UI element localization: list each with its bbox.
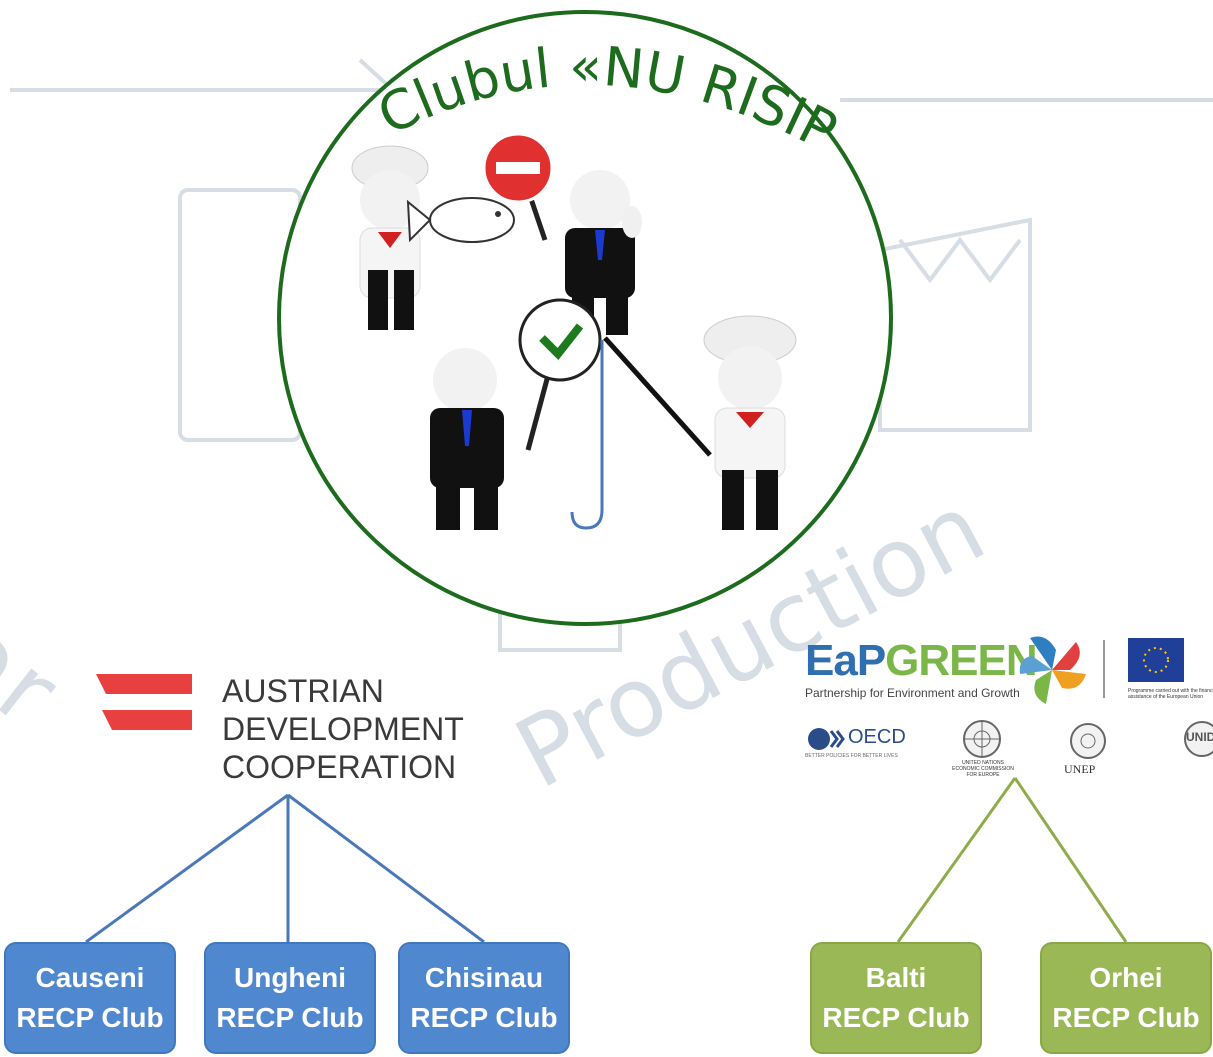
club-name: Causeni xyxy=(35,962,145,993)
club-logo: Clubul «NU RISIPI» xyxy=(260,0,893,626)
club-label: RECP Club xyxy=(822,1002,970,1033)
club-name: Chisinau xyxy=(424,962,544,993)
eapgreen-subtitle: Partnership for Environment and Growth xyxy=(805,686,1020,700)
club-box-orhei: Orhei RECP Club xyxy=(1040,942,1212,1054)
oecd-icon xyxy=(808,728,845,750)
unep-emblem-icon xyxy=(1070,723,1106,759)
pointer-stick-icon xyxy=(603,336,712,457)
austria-flag-icon xyxy=(96,674,192,730)
club-name: Balti xyxy=(865,962,927,993)
connector-causeni xyxy=(85,793,289,944)
unido-emblem-icon xyxy=(1184,721,1213,757)
chef-figure-left xyxy=(351,145,429,330)
unido-logo-text: UNIDO xyxy=(1186,730,1213,744)
club-label: RECP Club xyxy=(216,1002,364,1033)
connector-balti xyxy=(896,777,1017,943)
oecd-logo-text: OECD xyxy=(848,726,906,748)
club-label: RECP Club xyxy=(410,1002,558,1033)
club-label: RECP Club xyxy=(1052,1002,1200,1033)
chef-figure-right xyxy=(703,315,797,530)
club-box-causeni: Causeni RECP Club xyxy=(4,942,176,1054)
club-name: Ungheni xyxy=(234,962,346,993)
ada-line3: COOPERATION xyxy=(222,749,457,785)
club-name: Orhei xyxy=(1089,962,1163,993)
ada-line2: DEVELOPMENT xyxy=(222,711,464,747)
ada-line1: AUSTRIAN xyxy=(222,673,384,709)
eu-funding-note: Programme carried out with the financial… xyxy=(1128,688,1213,700)
unece-label: UNITED NATIONS ECONOMIC COMMISSION FOR E… xyxy=(952,760,1014,778)
cane-icon xyxy=(570,340,604,530)
club-label: RECP Club xyxy=(16,1002,164,1033)
eapgreen-title-part2: GREEN xyxy=(885,636,1037,685)
eapgreen-leaf-icon xyxy=(1019,636,1086,704)
unep-logo-text: UNEP xyxy=(1064,762,1096,776)
fish-icon xyxy=(406,197,515,243)
un-emblem-icon xyxy=(963,720,1001,758)
eu-flag-icon xyxy=(1128,638,1184,682)
austrian-development-cooperation-logo: AUSTRIAN DEVELOPMENT COOPERATION xyxy=(222,672,464,786)
checkmark-sign-icon xyxy=(518,298,602,451)
connector-orhei xyxy=(1013,777,1128,943)
logo-divider xyxy=(1103,640,1105,698)
connector-chisinau xyxy=(287,793,485,944)
club-box-ungheni: Ungheni RECP Club xyxy=(204,942,376,1054)
club-box-balti: Balti RECP Club xyxy=(810,942,982,1054)
eapgreen-title-part1: EaP xyxy=(805,636,886,685)
inspector-figure-bottom xyxy=(430,348,504,530)
eapgreen-logo-text: EaPGREEN xyxy=(805,636,1038,686)
oecd-tagline: BETTER POLICIES FOR BETTER LIVES xyxy=(805,753,898,759)
club-box-chisinau: Chisinau RECP Club xyxy=(398,942,570,1054)
no-entry-sign-icon xyxy=(482,132,554,241)
